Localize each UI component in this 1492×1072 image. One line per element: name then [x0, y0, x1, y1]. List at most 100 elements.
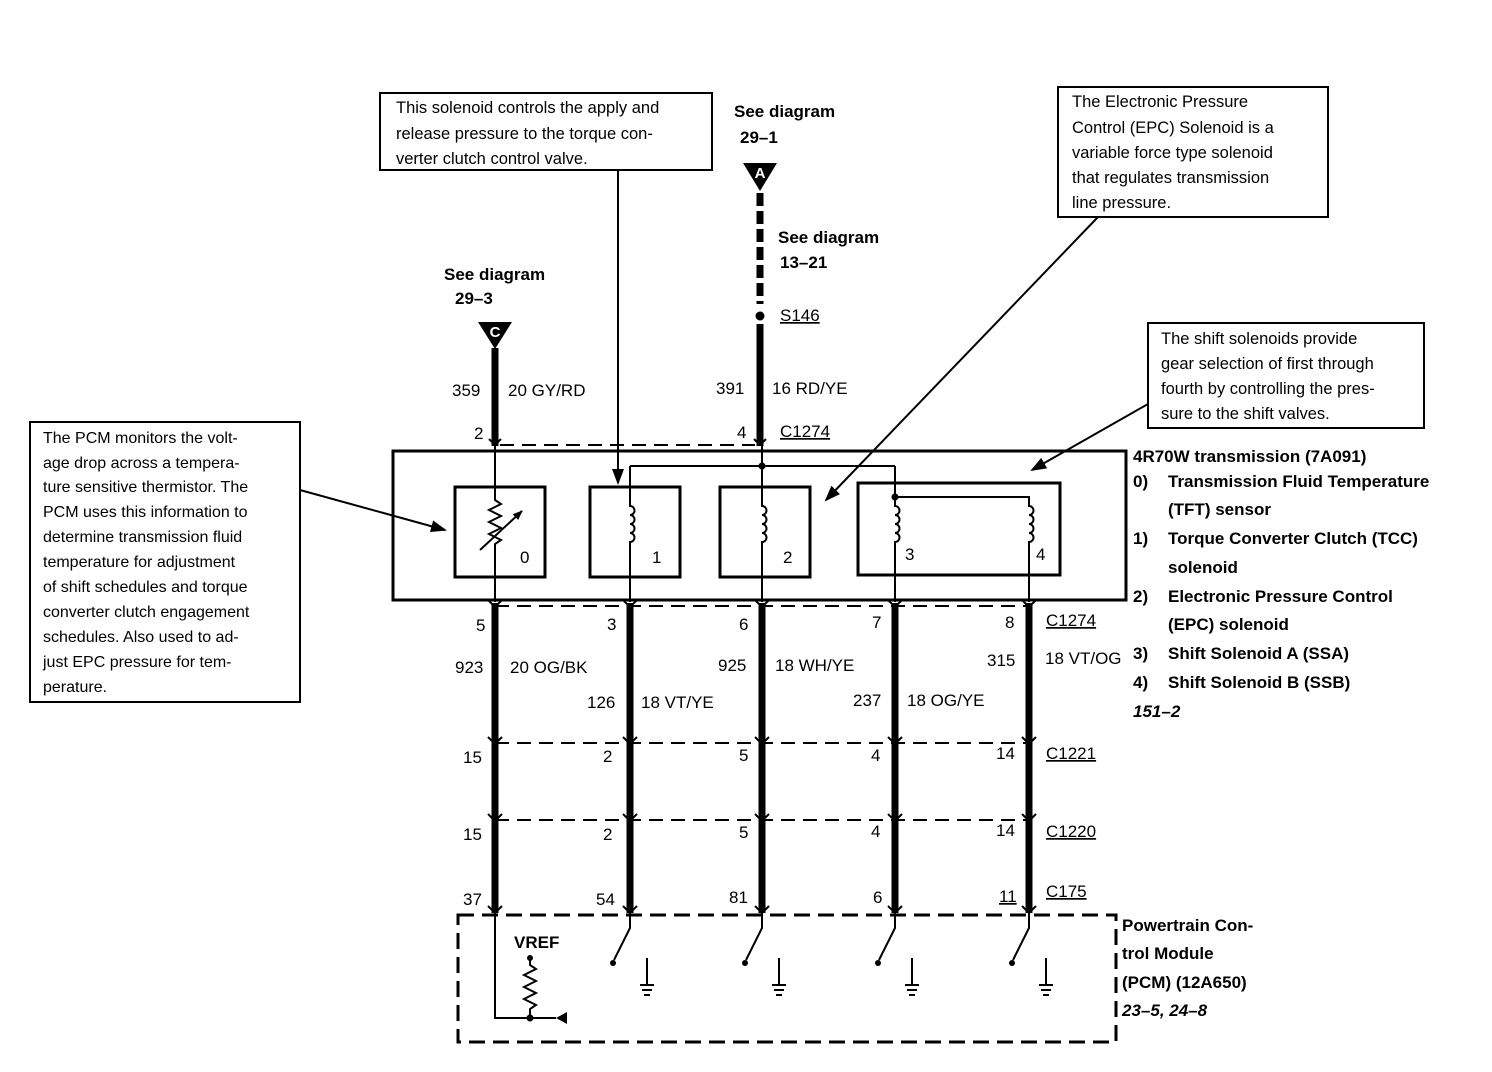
legend-text: Shift Solenoid A (SSA): [1168, 644, 1349, 663]
tcc-solenoid-coil: [629, 466, 636, 602]
connector-a-letter: A: [755, 165, 766, 182]
pcm-switch-ssa: [875, 913, 919, 996]
c1274-top-label: C1274: [780, 422, 830, 441]
connector-a-triangle: [743, 163, 777, 191]
legend-text: (EPC) solenoid: [1168, 615, 1289, 634]
pcm-tft-return-line: [494, 913, 556, 1019]
component-number-2: 2: [783, 548, 792, 567]
callout-tft-line: schedules. Also used to ad-: [43, 629, 239, 646]
wire-925-spec: 18 WH/YE: [775, 656, 854, 675]
connector-c-triangle: [478, 322, 512, 349]
transmission-legend: 4R70W transmission (7A091) 0) Transmissi…: [1133, 447, 1429, 721]
pcm-switch-ssb: [1009, 913, 1053, 996]
connector-mark: [488, 438, 502, 447]
wire-315-spec: 18 VT/OG: [1045, 649, 1122, 668]
wire-126-circuit: 126: [587, 693, 615, 712]
connector-mark: [1021, 813, 1037, 823]
legend-text: Shift Solenoid B (SSB): [1168, 673, 1350, 692]
pcm-reference: 23–5, 24–8: [1121, 1001, 1208, 1020]
connector-mark: [487, 813, 503, 823]
callout-tft-line: PCM uses this information to: [43, 504, 248, 521]
c1220-pin: 4: [871, 822, 880, 841]
callout-tft-line: perature.: [43, 679, 107, 696]
c175-label: C175: [1046, 882, 1087, 901]
ground-icon: [772, 958, 786, 996]
callout-shift-line: fourth by controlling the pres-: [1161, 380, 1375, 398]
c1220-marks: [487, 813, 1037, 823]
callout-shift-arrow: [1030, 403, 1149, 471]
wire-126-spec: 18 VT/YE: [641, 693, 714, 712]
callout-shift-line: sure to the shift valves.: [1161, 405, 1330, 423]
switch-contact-dot: [610, 960, 616, 966]
callout-epc-line: Control (EPC) Solenoid is a: [1072, 119, 1275, 137]
connector-mark: [1021, 599, 1037, 609]
connector-mark: [754, 813, 770, 823]
c1274-bottom-pin: 7: [872, 613, 881, 632]
switch-lead: [613, 913, 631, 961]
reference-a-see: See diagram: [734, 102, 835, 121]
connector-c-letter: C: [490, 324, 501, 341]
vref-label: VREF: [514, 933, 559, 952]
c1274-bottom-label: C1274: [1046, 611, 1096, 630]
ground-icon: [640, 958, 654, 996]
wire-391-circuit: 391: [716, 379, 744, 398]
reference-c-see: See diagram: [444, 265, 545, 284]
c1274-pin-4: 4: [737, 423, 746, 442]
c1274-pin-2: 2: [474, 424, 483, 443]
callout-epc-line: line pressure.: [1072, 194, 1171, 212]
callout-tcc-line: release pressure to the torque con-: [396, 125, 653, 143]
wire-923-circuit: 923: [455, 658, 483, 677]
callout-shift-line: The shift solenoids provide: [1161, 330, 1357, 348]
epc-solenoid-box: [718, 485, 812, 579]
c1220-pin: 2: [603, 825, 612, 844]
c1220-label: C1220: [1046, 822, 1096, 841]
c175-pin: 6: [873, 888, 882, 907]
legend-key: 3): [1133, 644, 1148, 663]
splice-s146-dot: [755, 311, 765, 321]
wire-923-spec: 20 OG/BK: [510, 658, 588, 677]
shift-solenoids-box: [856, 481, 1062, 577]
wire-925-circuit: 925: [718, 656, 746, 675]
c1220-pin: 15: [463, 825, 482, 844]
thermistor-symbol: [486, 446, 504, 602]
connector-mark: [754, 599, 770, 609]
callout-tft: The PCM monitors the volt- age drop acro…: [29, 421, 447, 703]
c1220-pin: 5: [739, 823, 748, 842]
pcm-label-line: (PCM) (12A650): [1122, 973, 1247, 992]
c1221-pin: 15: [463, 748, 482, 767]
reference-a: See diagram 29–1 A: [734, 102, 835, 191]
c1221-pin: 5: [739, 746, 748, 765]
wire-237-spec: 18 OG/YE: [907, 691, 984, 710]
connector-mark: [487, 736, 503, 746]
callout-epc-line: that regulates transmission: [1072, 169, 1269, 187]
splice-s146-label: S146: [780, 306, 820, 325]
ssb-solenoid-coil: [895, 496, 1035, 602]
wire-391-spec: 16 RD/YE: [772, 379, 848, 398]
transmission-housing: [391, 449, 1128, 602]
wire-237-circuit: 237: [853, 691, 881, 710]
connector-mark: [622, 813, 638, 823]
component-number-1: 1: [652, 548, 661, 567]
vref-resistor-bottom-dot: [526, 1014, 534, 1022]
callout-tft-arrow: [299, 489, 447, 533]
pcm-reference-arrow: [556, 1012, 567, 1024]
callout-tft-line: converter clutch engagement: [43, 604, 250, 621]
reference-mid-see: See diagram: [778, 228, 879, 247]
switch-contact-dot: [742, 960, 748, 966]
callout-tcc-line: verter clutch control valve.: [396, 150, 588, 168]
wire-359-circuit: 359: [452, 381, 480, 400]
callout-tft-line: ture sensitive thermistor. The: [43, 479, 248, 496]
connector-mark: [622, 736, 638, 746]
pcm-box: [456, 913, 1118, 1044]
c1274-bottom-pin: 3: [607, 615, 616, 634]
c1220-pin: 14: [996, 821, 1015, 840]
wire-359-spec: 20 GY/RD: [508, 381, 585, 400]
pcm-switch-tcc: [610, 913, 654, 996]
callout-epc: The Electronic Pressure Control (EPC) So…: [824, 86, 1329, 502]
c1274-bottom-marks: [487, 599, 1037, 609]
connector-mark: [753, 438, 767, 447]
callout-tcc-line: This solenoid controls the apply and: [396, 99, 659, 117]
vref-resistor: [521, 958, 539, 1018]
callout-epc-box: [1057, 86, 1329, 218]
ground-icon: [1039, 958, 1053, 996]
